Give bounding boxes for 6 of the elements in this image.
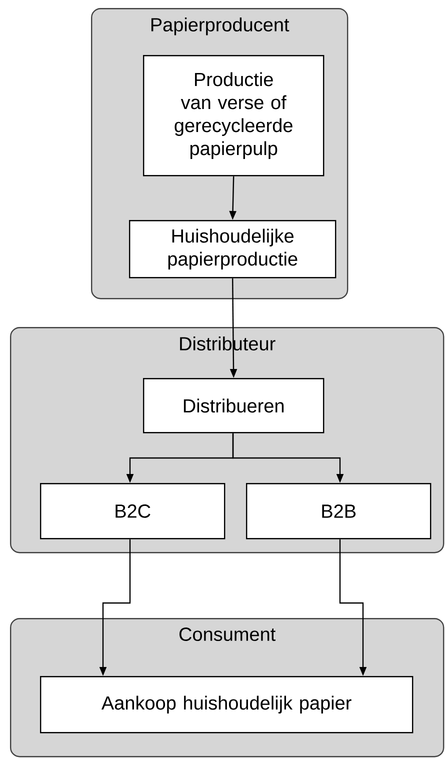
- process-box: Huishoudelijke papierproductie: [129, 220, 336, 278]
- process-box: Aankoop huishoudelijk papier: [40, 676, 414, 734]
- process-box: Productie van verse of gerecycleerde papierpulp: [143, 55, 324, 176]
- process-box: Distribueren: [143, 378, 324, 434]
- process-box: B2C: [40, 483, 226, 540]
- process-box: B2B: [246, 483, 432, 540]
